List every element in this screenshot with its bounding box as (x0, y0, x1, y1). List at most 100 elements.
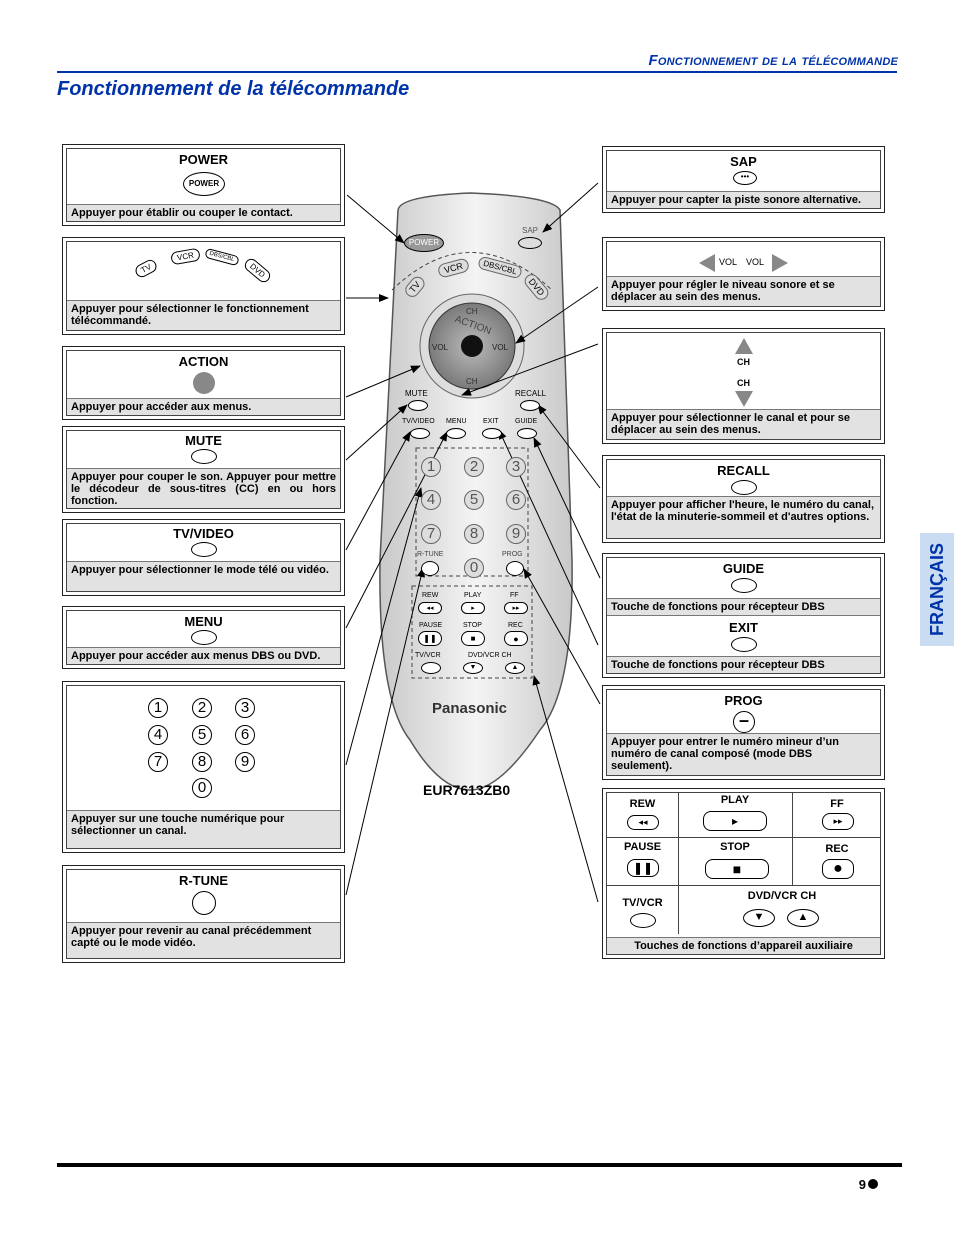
remote-key-0[interactable]: 0 (464, 558, 484, 578)
mode-dvd-icon: DVD (242, 256, 273, 285)
remote-tvvcr-button[interactable] (421, 662, 441, 674)
prog-label: PROG (724, 693, 763, 708)
remote-guide-button[interactable] (517, 428, 537, 439)
ch-up-label: CH (737, 357, 750, 367)
vol-left-label: VOL (719, 257, 738, 267)
menu-box: MENU Appuyer pour accéder aux menus DBS … (62, 606, 345, 669)
guide-icon (731, 578, 757, 593)
exit-label: EXIT (729, 620, 758, 635)
number-key-icon-8: 8 (192, 752, 212, 772)
remote-recall-button[interactable] (520, 400, 540, 411)
leader-line (461, 343, 599, 396)
remote-rew-label: REW (422, 592, 439, 599)
remote-sap-button[interactable] (518, 237, 542, 249)
recall-icon (731, 480, 757, 495)
numbers-desc: Appuyer sur une touche numérique pour sé… (67, 810, 340, 848)
number-key-icon-3: 3 (235, 698, 255, 718)
remote-menu-button[interactable] (446, 428, 466, 439)
remote-mute-label: MUTE (405, 389, 428, 398)
modes-box: TV VCR DBS/CBL DVD Appuyer pour sélectio… (62, 237, 345, 335)
footer-rule (57, 1163, 902, 1167)
mode-tv-icon: TV (133, 257, 159, 280)
number-key-icon-4: 4 (148, 725, 168, 745)
ch-down-label: CH (737, 378, 750, 388)
remote-pause-button[interactable]: ❚❚ (418, 631, 442, 646)
remote-play-button[interactable]: ▸ (461, 602, 485, 614)
leader-line (345, 365, 421, 398)
remote-tvvideo-button[interactable] (410, 428, 430, 439)
remote-key-4[interactable]: 4 (421, 490, 441, 510)
remote-recall-label: RECALL (515, 389, 547, 398)
recall-label: RECALL (717, 463, 770, 478)
remote-rec-button[interactable]: ● (504, 631, 528, 646)
leader-line (533, 437, 601, 579)
vol-left-icon (699, 254, 715, 272)
number-key-icon-1: 1 (148, 698, 168, 718)
remote-stop-label: STOP (463, 622, 482, 629)
rtune-box: R-TUNE Appuyer pour revenir au canal pré… (62, 865, 345, 963)
action-label: ACTION (178, 354, 229, 369)
tvvideo-icon (191, 542, 217, 557)
remote-key-1[interactable]: 1 (421, 457, 441, 477)
remote-vol-left-label: VOL (432, 343, 449, 352)
number-key-icon-5: 5 (192, 725, 212, 745)
remote-power-button[interactable]: POWER (404, 234, 444, 252)
remote-key-9[interactable]: 9 (506, 524, 526, 544)
mute-box: MUTE Appuyer pour couper le son. Appuyer… (62, 426, 345, 513)
running-header: Fonctionnement de la télécommande (648, 52, 898, 69)
remote-prog-button[interactable] (506, 561, 524, 576)
exit-icon (731, 637, 757, 652)
action-box: ACTION Appuyer pour accéder aux menus. (62, 346, 345, 420)
action-desc: Appuyer pour accéder aux menus. (67, 398, 340, 415)
remote-key-5[interactable]: 5 (464, 490, 484, 510)
number-key-icon-6: 6 (235, 725, 255, 745)
remote-key-3[interactable]: 3 (506, 457, 526, 477)
remote-ff-button[interactable]: ▸▸ (504, 602, 528, 614)
remote-mute-button[interactable] (408, 400, 428, 411)
remote-exit-button[interactable] (482, 428, 502, 439)
prog-icon: – (733, 711, 755, 733)
aux-ff-icon: ▸▸ (822, 813, 854, 830)
power-desc: Appuyer pour établir ou couper le contac… (67, 204, 340, 221)
aux-tvvcr-icon (630, 913, 656, 928)
tvvideo-box: TV/VIDEO Appuyer pour sélectionner le mo… (62, 519, 345, 596)
sap-icon: ••• (733, 171, 757, 185)
rtune-desc: Appuyer pour revenir au canal précédemme… (67, 922, 340, 958)
mute-label: MUTE (185, 433, 222, 448)
remote-rew-button[interactable]: ◂◂ (418, 602, 442, 614)
tvvideo-desc: Appuyer pour sélectionner le mode télé o… (67, 561, 340, 591)
number-key-icon-0: 0 (192, 778, 212, 798)
aux-rec-icon: ● (822, 859, 854, 879)
remote-key-6[interactable]: 6 (506, 490, 526, 510)
aux-rew-label: REW (629, 798, 656, 810)
model-number: EUR7613ZB0 (423, 782, 511, 798)
guide-exit-box: GUIDE Touche de fonctions pour récepteur… (602, 553, 885, 678)
action-icon (193, 372, 215, 394)
remote-ff-label: FF (510, 592, 519, 599)
number-key-icon-2: 2 (192, 698, 212, 718)
remote-ch-up-button[interactable]: ▲ (505, 662, 525, 674)
power-box: POWER POWER Appuyer pour établir ou coup… (62, 144, 345, 226)
remote-vol-right-label: VOL (492, 343, 509, 352)
modes-desc: Appuyer pour sélectionner le fonctionnem… (67, 300, 340, 330)
remote-ch-down-button[interactable]: ▼ (463, 662, 483, 674)
remote-stop-button[interactable]: ■ (461, 631, 485, 646)
remote-tvvideo-label: TV/VIDEO (402, 418, 435, 425)
remote-ch-up-label: CH (466, 307, 478, 316)
aux-desc: Touches de fonctions d’appareil auxiliai… (607, 937, 880, 954)
remote-key-8[interactable]: 8 (464, 524, 484, 544)
tvvideo-label: TV/VIDEO (173, 526, 234, 541)
remote-key-7[interactable]: 7 (421, 524, 441, 544)
remote-rtune-button[interactable] (421, 561, 439, 576)
leader-line (345, 404, 408, 461)
aux-box: REW PLAY FF ◂◂ ▸ ▸▸ PAUSE STOP REC ❚❚ ■ … (602, 788, 885, 959)
aux-ff-label: FF (830, 798, 844, 810)
rtune-icon (192, 891, 216, 915)
vol-right-label: VOL (746, 257, 765, 267)
remote-key-2[interactable]: 2 (464, 457, 484, 477)
aux-stop-icon: ■ (705, 859, 769, 879)
aux-ch-up-icon: ▲ (787, 909, 819, 927)
guide-desc: Touche de fonctions pour récepteur DBS (607, 598, 880, 616)
remote-dvdvcrch-label: DVD/VCR CH (468, 652, 512, 659)
